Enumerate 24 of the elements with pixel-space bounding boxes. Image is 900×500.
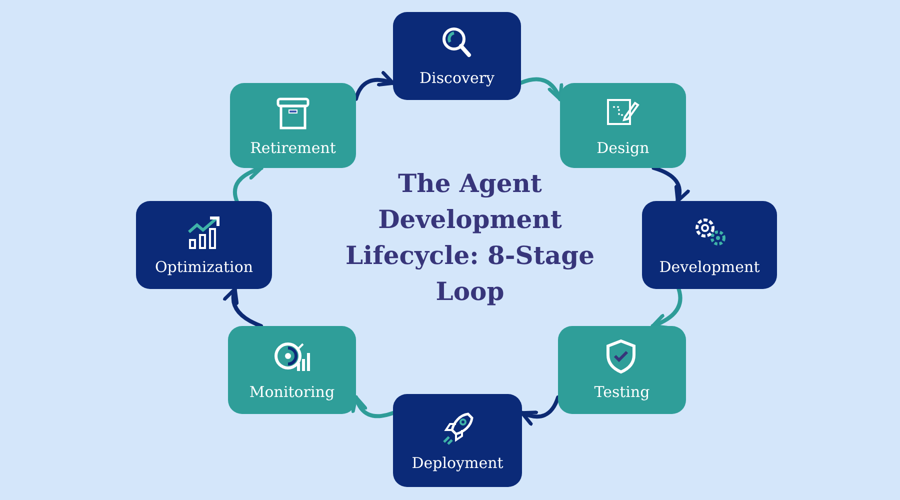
curved-arrow <box>520 395 560 426</box>
stage-box <box>642 201 777 289</box>
stage-label: Deployment <box>412 454 504 472</box>
curved-arrow <box>650 287 682 329</box>
stage-label: Development <box>659 258 760 276</box>
stage-label: Discovery <box>420 69 494 87</box>
stage-label: Optimization <box>154 258 254 276</box>
stage-label: Retirement <box>250 138 336 156</box>
curved-arrow <box>652 166 690 203</box>
stage-box <box>393 12 521 100</box>
curved-arrow <box>354 71 395 101</box>
diagram-title: The Agent Development Lifecycle: 8-Stage Loop <box>344 168 596 308</box>
stage-label: Testing <box>594 383 650 401</box>
stage-box <box>393 394 522 487</box>
curved-arrow <box>352 395 395 418</box>
curved-arrow <box>224 287 264 328</box>
stage-label: Design <box>596 138 650 156</box>
stage-box <box>230 83 356 168</box>
stage-label: Monitoring <box>249 383 335 401</box>
stage-box <box>558 326 686 414</box>
stage-box <box>560 83 686 168</box>
curved-arrow <box>519 77 563 102</box>
stage-box <box>228 326 356 414</box>
stage-box <box>136 201 272 289</box>
